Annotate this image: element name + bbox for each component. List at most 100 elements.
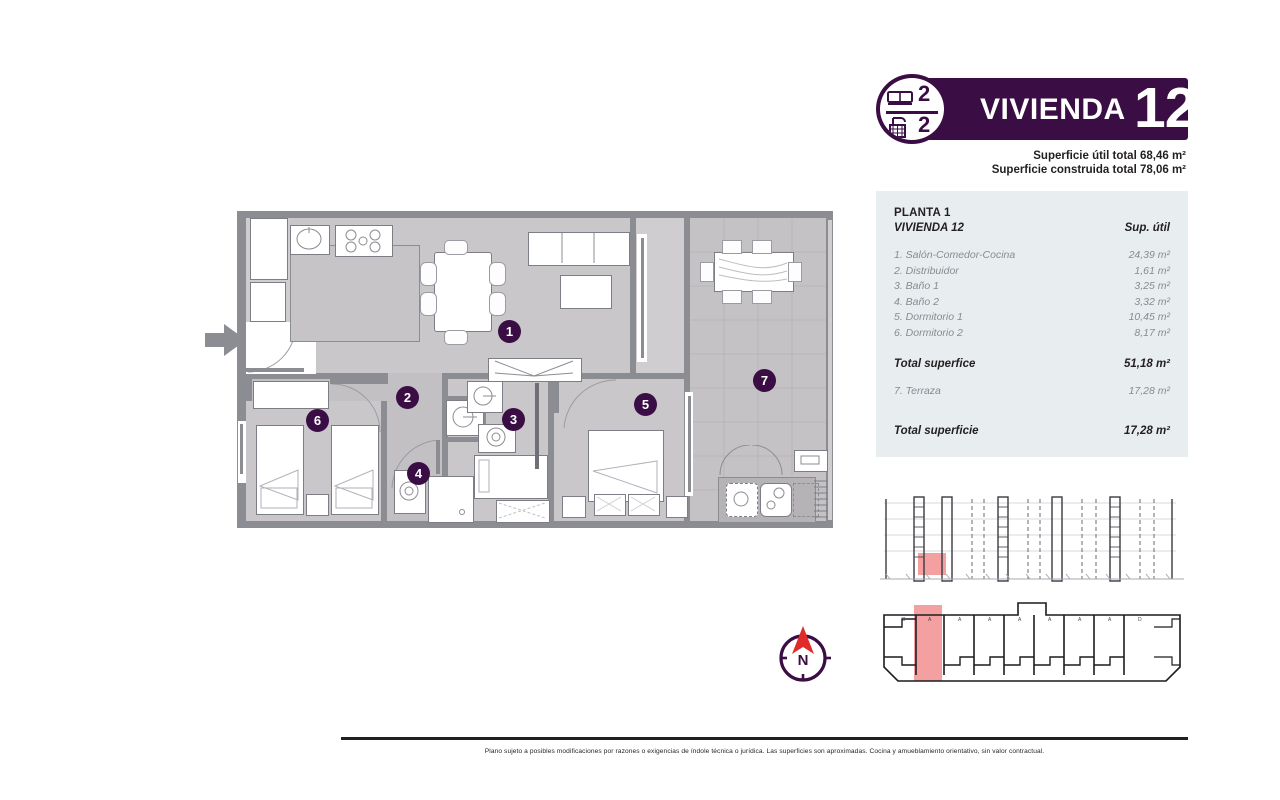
single-bed-2 xyxy=(331,425,379,515)
footer-disclaimer: Plano sujeto a posibles modificaciones p… xyxy=(484,748,1045,755)
bathroom-count: 2 xyxy=(918,112,931,137)
wall-bathroom-left xyxy=(442,373,448,521)
bath-partition xyxy=(535,383,539,469)
wall-bedroom2-right xyxy=(381,401,387,521)
door-bedroom-2 xyxy=(331,384,381,433)
shower-bath-1 xyxy=(496,500,550,523)
door-bedroom-1 xyxy=(563,379,617,429)
unit-title-word: VIVIENDA xyxy=(980,93,1126,126)
svg-text:A: A xyxy=(988,617,992,623)
single-bed-1 xyxy=(256,425,304,515)
wall-bedroom1-top xyxy=(554,373,690,379)
room-marker-5[interactable]: 5 xyxy=(634,393,657,416)
terrace-value: 17,28 m² xyxy=(1128,385,1170,397)
window-bedroom-1-frame xyxy=(688,396,691,492)
panel-unit-row: VIVIENDA 12 Sup. útil xyxy=(894,222,1170,234)
washing-machine xyxy=(726,483,758,517)
entrance-arrow-icon xyxy=(205,324,246,356)
utility-reserved xyxy=(793,483,819,517)
surface-useful-total: Superficie útil total 68,46 m² xyxy=(1033,150,1186,162)
room-marker-7[interactable]: 7 xyxy=(753,369,776,392)
wall-corridor-ledge xyxy=(330,379,388,384)
svg-text:A: A xyxy=(928,617,932,623)
terrace-slats xyxy=(814,480,828,518)
floor-label: PLANTA 1 xyxy=(894,207,951,219)
total-surface-2-value: 17,28 m² xyxy=(1123,425,1170,437)
wall-passage-left xyxy=(630,218,636,378)
bed-icon xyxy=(887,91,913,105)
wall-closet-left xyxy=(246,379,252,401)
kitchen-counter-left xyxy=(250,218,288,280)
dining-chair xyxy=(489,262,506,286)
surface-built-total: Superficie construida total 78,06 m² xyxy=(991,164,1186,176)
wall-exterior-left xyxy=(237,211,246,528)
unit-title-bar: VIVIENDA 12 2 2 xyxy=(876,74,1196,144)
room-marker-3[interactable]: 3 xyxy=(502,408,525,431)
room-marker-6[interactable]: 6 xyxy=(306,409,329,432)
room-label: 5. Dormitorio 1 xyxy=(894,311,963,323)
room-label: 2. Distribuidor xyxy=(894,264,959,277)
room-label: 4. Baño 2 xyxy=(894,295,939,308)
room-area: 8,17 m² xyxy=(1134,326,1170,339)
total-surface-row-2: Total superficie 17,28 m² xyxy=(894,425,1170,437)
room-marker-4[interactable]: 4 xyxy=(407,462,430,485)
total-surface-label: Total superfice xyxy=(894,358,976,370)
sofa xyxy=(528,232,630,266)
areas-panel: PLANTA 1 VIVIENDA 12 Sup. útil 1. Salón-… xyxy=(876,191,1188,457)
dining-chair xyxy=(444,330,468,345)
room-area: 24,39 m² xyxy=(1128,249,1170,261)
window-living-right-frame xyxy=(641,238,644,358)
room-area-list: 1. Salón-Comedor-Cocina 24,39 m² 2. Dist… xyxy=(894,248,1170,341)
door-frame-bedroom-1 xyxy=(554,379,559,413)
compass-label: N xyxy=(798,652,809,669)
dining-chair xyxy=(420,292,437,316)
room-marker-2[interactable]: 2 xyxy=(396,386,419,409)
kitchen-sink xyxy=(290,225,330,255)
room-area-row: 2. Distribuidor 1,61 m² xyxy=(894,264,1170,280)
svg-text:A: A xyxy=(1048,617,1052,623)
wall-corridor-top-left xyxy=(246,373,388,379)
info-column: VIVIENDA 12 2 2 S xyxy=(876,74,1196,685)
nightstand xyxy=(306,494,329,516)
footer-rule xyxy=(341,737,1188,740)
room-label: 3. Baño 1 xyxy=(894,280,939,292)
room-label: 1. Salón-Comedor-Cocina xyxy=(894,249,1016,261)
room-area-row: 5. Dormitorio 1 10,45 m² xyxy=(894,310,1170,326)
svg-text:A: A xyxy=(1078,617,1082,623)
total-surface-row: Total superfice 51,18 m² xyxy=(894,358,1170,370)
kitchen-island xyxy=(290,245,420,342)
dining-chair xyxy=(420,262,437,286)
shower-icon xyxy=(889,117,906,138)
wall-terrace-left xyxy=(684,218,690,378)
room-area: 1,61 m² xyxy=(1134,264,1170,277)
unit-badge: 2 2 xyxy=(876,74,948,144)
window-bedroom-2-frame xyxy=(240,424,243,474)
terrace-table xyxy=(714,252,794,292)
wall-bathroom-right xyxy=(548,373,554,521)
pillow-right xyxy=(628,494,660,516)
total-surface-value: 51,18 m² xyxy=(1123,358,1170,370)
site-plan-highlight xyxy=(914,605,942,681)
north-compass: N xyxy=(779,626,831,682)
nightstand-left xyxy=(562,496,586,518)
ac-unit xyxy=(794,450,828,472)
dining-chair xyxy=(444,240,468,255)
tv-console xyxy=(488,358,582,382)
closet-bedroom-2 xyxy=(253,381,329,409)
panel-area-header: Sup. útil xyxy=(1124,222,1170,234)
terrace-label: 7. Terraza xyxy=(894,385,941,397)
wall-bathroom-inner2 xyxy=(442,396,486,401)
shower-bath-2 xyxy=(428,476,474,523)
bedroom-count: 2 xyxy=(918,81,931,106)
surface-subtitles: Superficie útil total 68,46 m² Superfici… xyxy=(876,149,1188,177)
terrace-chair xyxy=(722,290,742,304)
terrace-chair xyxy=(788,262,802,282)
room-marker-1[interactable]: 1 xyxy=(498,320,521,343)
title-band xyxy=(920,78,1188,140)
room-area-row: 1. Salón-Comedor-Cocina 24,39 m² xyxy=(894,248,1170,264)
room-area-row: 6. Dormitorio 2 8,17 m² xyxy=(894,326,1170,342)
terrace-double-door xyxy=(719,445,783,475)
svg-text:D: D xyxy=(902,617,906,623)
